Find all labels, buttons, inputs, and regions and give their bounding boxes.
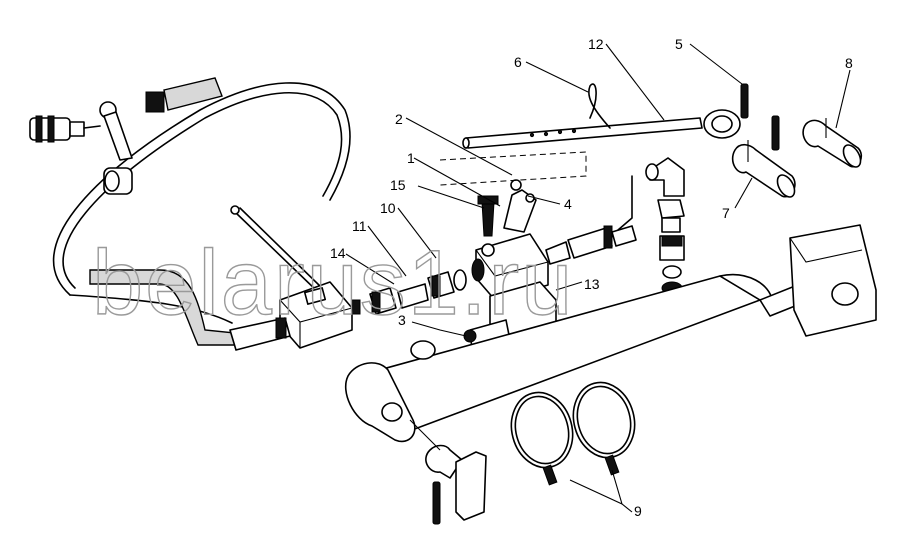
leader-lines [345,43,851,513]
cylinder-port [410,340,436,360]
sleeve-14 [397,283,429,309]
callout-15: 15 [390,177,406,193]
valve-fitting-left [229,317,291,351]
callout-2: 2 [395,111,403,127]
callout-8: 8 [845,55,853,71]
callout-9: 9 [634,503,642,519]
callout-4: 4 [564,196,572,212]
coupler-ring [35,115,43,143]
hose-nut [145,91,165,113]
clevis-left [344,362,416,443]
hairpin-6 [588,83,611,129]
callout-7: 7 [722,205,730,221]
callout-11: 11 [352,218,367,234]
rod-12 [462,109,741,149]
clevis-right [789,224,877,337]
callout-14: 14 [330,245,346,261]
seal-3 [351,299,361,315]
bushing-8 [802,118,863,168]
quick-coupler-assembly [29,77,223,195]
pin-5 [740,83,780,151]
hydraulic-cylinder [344,224,877,443]
washer-10 [453,269,467,291]
elbow-fitting [617,157,685,231]
pin-bottom [409,419,487,525]
bolt-15 [481,201,495,237]
callout-10: 10 [380,200,396,216]
bushing-7 [731,140,796,198]
callout-12: 12 [588,36,604,52]
fitting-stack [657,199,685,295]
callout-13: 13 [584,276,600,292]
watermark: belarus1.ru [92,232,574,334]
callout-3: 3 [398,312,406,328]
fittings-chain [351,269,467,315]
callouts: 1 2 3 4 5 6 7 8 9 10 11 12 13 14 15 [330,36,853,519]
dashed-guide [439,151,587,186]
callout-5: 5 [675,36,683,52]
hose-end [163,77,223,111]
clip [455,451,487,521]
callout-6: 6 [514,54,522,70]
cap-strap [103,111,133,161]
callout-1: 1 [407,150,415,166]
hose-loop [52,82,351,324]
hose-clamps-9 [510,381,636,486]
cotter-pin [432,481,441,525]
control-valve-left [229,205,353,351]
lever-pivot [510,179,522,191]
